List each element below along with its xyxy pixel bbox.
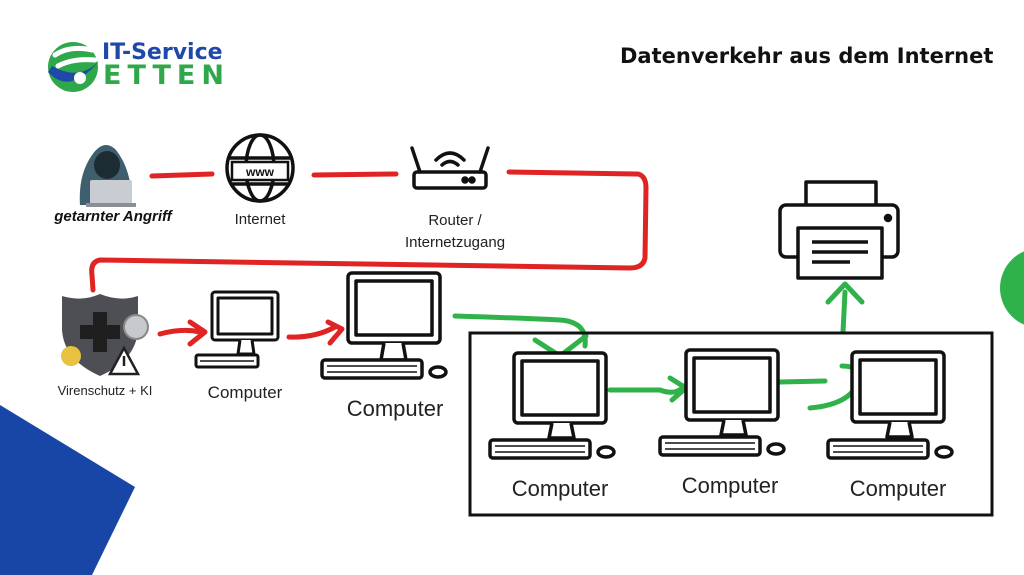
logo-text-line1: IT-Service [102,40,223,65]
computer-label-2: Computer [346,396,444,421]
network-box [468,331,994,517]
computer-label-1: Computer [207,383,283,402]
hacker-icon [79,145,136,207]
threat-path [89,169,649,340]
globe-www-text: www [245,165,275,179]
decor-blue-triangle [0,405,135,575]
computer-label-5: Computer [849,476,947,501]
router-icon [410,146,490,190]
internet-label: Internet [234,211,286,228]
computer-label-4: Computer [681,473,779,498]
decor-green-circle [1000,251,1024,325]
logo-mark-icon [48,42,100,92]
computer-icon-1 [194,290,280,369]
printer-icon [778,180,900,280]
antivirus-label: Virenschutz + KI [57,383,153,398]
computer-icon-3 [488,351,616,460]
attacker-label: getarnter Angriff [54,208,172,225]
globe-www-band [230,160,290,182]
computer-icon-4 [658,348,786,457]
router-label: Router / Internetzugang [404,212,506,251]
computer-icon-5 [826,350,954,460]
antivirus-shield-icon [61,294,149,376]
computer-label-3: Computer [511,476,609,501]
logo-text-line2: ETTEN [103,60,230,91]
computer-icon-2 [320,271,448,380]
page-title: Datenverkehr aus dem Internet [620,44,994,68]
